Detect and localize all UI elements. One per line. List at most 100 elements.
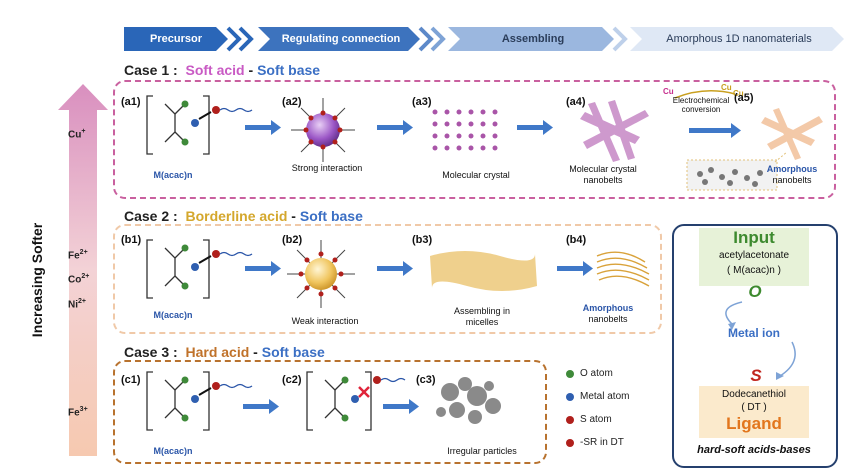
caption-b2: Weak interaction (291, 316, 359, 326)
legend-sr-dt: -SR in DT (566, 437, 624, 448)
case-1-box (113, 80, 836, 199)
macac-molecule-a1 (146, 95, 210, 155)
stage-4-shape (630, 27, 844, 51)
case-3-box (113, 360, 547, 464)
case-3-title: Case 3 : Hard acid - Soft base (124, 344, 325, 360)
ion-fe3: Fe3+ (68, 406, 88, 419)
caption-b4-2: nanobelts (588, 314, 628, 324)
case-1-base: Soft base (257, 62, 321, 78)
s-atom-icon (566, 415, 574, 424)
arrow-icon (243, 399, 279, 414)
caption-a5-2: nanobelts (772, 175, 812, 185)
ion-fe2: Fe2+ (68, 249, 88, 262)
label-b1: (b1) (121, 234, 142, 246)
caption-b3: Assembling in micelles (453, 306, 511, 327)
stage-3-shape (448, 27, 614, 51)
input-title: Input (733, 228, 775, 247)
svg-text:Cu: Cu (721, 83, 732, 92)
label-a1: (a1) (121, 96, 141, 108)
ligand-title: Ligand (726, 414, 782, 433)
case-1-graphics: Cu Cu Cu (146, 83, 823, 191)
arrow-icon (377, 120, 413, 135)
metal-core-a2 (306, 113, 340, 147)
conversion-label: Electrochemical conversion (672, 96, 730, 114)
stage-chevrons (124, 26, 844, 52)
axis-label: Increasing Softer (29, 222, 45, 338)
metal-atom-icon (566, 392, 574, 401)
label-c2: (c2) (282, 374, 302, 386)
case-3-acid: Hard acid (185, 344, 250, 360)
label-b3: (b3) (412, 234, 433, 246)
label-c1: (c1) (121, 374, 141, 386)
arrow-icon (377, 261, 413, 276)
caption-c1: M(acac)n (153, 446, 193, 456)
stage-assembling: Assembling (501, 33, 565, 45)
label-a4: (a4) (566, 96, 586, 108)
case-2-base: Soft base (299, 208, 363, 224)
molecular-crystal-a3 (432, 109, 498, 151)
stage-amorphous: Amorphous 1D nanomaterials (666, 33, 812, 45)
case-2-acid: Borderline acid (185, 208, 288, 224)
arrow-icon (245, 120, 281, 135)
input-formula: ( M(acac)n ) (727, 265, 781, 276)
nanobelts-b4 (596, 251, 650, 287)
nanobelts-a5 (761, 108, 823, 160)
chevron-marks (226, 26, 628, 52)
o-atom (181, 138, 189, 146)
caption-a1: M(acac)n (153, 170, 193, 180)
label-a3: (a3) (412, 96, 432, 108)
macac-molecule-c1 (146, 371, 210, 431)
metal-core-b2 (305, 258, 337, 290)
stage-1-shape (124, 27, 228, 51)
softness-arrow (58, 84, 108, 456)
metal-atom (191, 119, 199, 127)
caption-b1: M(acac)n (153, 310, 193, 320)
o-atom (181, 100, 189, 108)
label-b4: (b4) (566, 234, 587, 246)
arrow-icon (557, 261, 593, 276)
s-atom (212, 106, 220, 114)
stage-precursor: Precursor (150, 33, 202, 45)
legend-metal-atom: Metal atom (566, 391, 629, 402)
sr-chain-icon (566, 438, 574, 447)
macac-molecule-c2 (306, 371, 372, 431)
label-c3: (c3) (416, 374, 436, 386)
cross-icon (358, 386, 370, 398)
o-letter: O (748, 282, 762, 301)
case-2-title: Case 2 : Borderline acid - Soft base (124, 208, 363, 224)
arrow-icon (689, 123, 741, 138)
caption-b4-1: Amorphous (582, 303, 634, 313)
ion-co2: Co2+ (68, 273, 90, 286)
micelle-band-b3 (430, 251, 537, 291)
caption-a3: Molecular crystal (442, 170, 510, 180)
legend-s-atom: S atom (566, 414, 612, 425)
caption-a2: Strong interaction (291, 163, 363, 173)
stage-2-shape (258, 27, 420, 51)
arrow-icon (517, 120, 553, 135)
ligand-box (699, 386, 809, 438)
input-box (699, 228, 809, 286)
hsab-panel (672, 224, 838, 468)
caption-a5-1: Amorphous (766, 164, 818, 174)
arrow-icon (245, 261, 281, 276)
label-a5: (a5) (734, 92, 754, 104)
nanobelts-a4 (580, 100, 649, 162)
svg-text:Cu: Cu (733, 89, 744, 98)
panel-footer: hard-soft acids-bases (697, 444, 811, 456)
input-sub: acetylacetonate (718, 250, 790, 261)
caption-c3: Irregular particles (447, 446, 517, 456)
macac-molecule-b1 (146, 239, 210, 299)
case-1-title: Case 1 : Soft acid - Soft base (124, 62, 321, 78)
o-atom-icon (566, 369, 574, 378)
ion-ni2: Ni2+ (68, 298, 86, 311)
legend-o-atom: O atom (566, 368, 613, 379)
case-2-box (113, 224, 662, 334)
irregular-particles-c3 (436, 377, 501, 424)
stage-regulating: Regulating connection (281, 33, 401, 45)
metal-ion-label: Metal ion (727, 326, 780, 340)
ligand-sub: Dodecanethiol (722, 389, 786, 400)
label-a2: (a2) (282, 96, 302, 108)
case-3-graphics (146, 371, 501, 431)
case-1-acid: Soft acid (185, 62, 245, 78)
s-letter: S (750, 366, 762, 385)
